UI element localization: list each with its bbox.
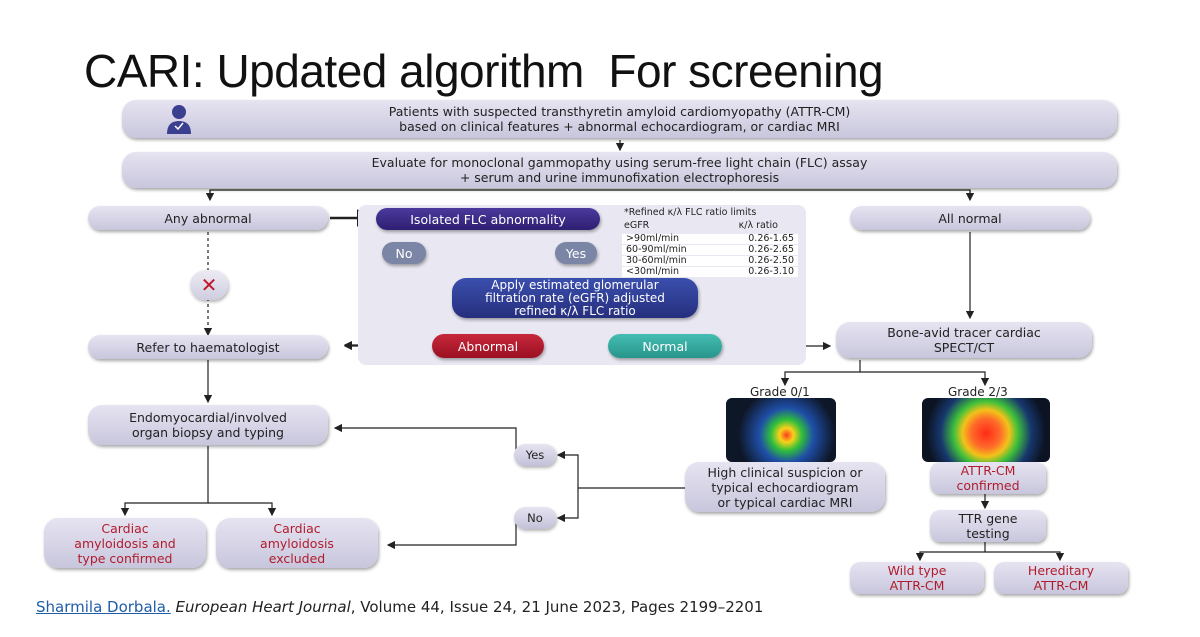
suspicion-line-1: High clinical suspicion or — [707, 464, 863, 480]
wild-line-1: Wild type — [887, 563, 947, 578]
egfr-line-3: refined κ/λ FLC ratio — [514, 303, 636, 318]
citation: Sharmila Dorbala. European Heart Journal… — [36, 598, 763, 616]
ratio-header: eGFR κ/λ ratio — [622, 218, 798, 233]
any-abnormal-box: Any abnormal — [88, 206, 328, 230]
ratio-col-egfr: eGFR — [624, 220, 650, 231]
ratio-value: 0.26-2.50 — [748, 255, 794, 266]
excluded-line-2: amyloidosis — [260, 535, 334, 551]
ratio-value: 0.26-1.65 — [748, 233, 794, 244]
isolated-flc-pill: Isolated FLC abnormality — [376, 208, 600, 230]
ratio-egfr: >90ml/min — [626, 233, 680, 244]
ratio-table: *Refined κ/λ FLC ratio limits eGFR κ/λ r… — [622, 207, 798, 278]
spect-image-grade-01 — [726, 398, 836, 462]
egfr-line-1: Apply estimated glomerular — [491, 277, 659, 292]
ratio-note: *Refined κ/λ FLC ratio limits — [624, 207, 757, 218]
citation-details: , Volume 44, Issue 24, 21 June 2023, Pag… — [350, 598, 764, 616]
attr-confirmed-line-1: ATTR-CM — [960, 463, 1016, 478]
bone-avid-box: Bone-avid tracer cardiac SPECT/CT — [836, 322, 1092, 358]
biopsy-box: Endomyocardial/involved organ biopsy and… — [88, 405, 328, 445]
evaluate-line-1: Evaluate for monoclonal gammopathy using… — [371, 155, 868, 170]
confirmed-line-3: type confirmed — [77, 550, 173, 566]
hereditary-line-1: Hereditary — [1027, 563, 1095, 578]
yes-small-pill: Yes — [514, 444, 556, 466]
clinical-suspicion-box: High clinical suspicion or typical echoc… — [685, 462, 885, 512]
amyloidosis-excluded-box: Cardiac amyloidosis excluded — [216, 518, 378, 568]
excluded-line-1: Cardiac — [273, 520, 321, 536]
ratio-egfr: 30-60ml/min — [626, 255, 687, 266]
ratio-row: 60-90ml/min 0.26-2.65 — [622, 245, 798, 255]
excluded-line-3: excluded — [268, 550, 326, 566]
grade-01-label: Grade 0/1 — [750, 385, 810, 399]
abnormal-pill: Abnormal — [432, 334, 544, 358]
evaluate-box: Evaluate for monoclonal gammopathy using… — [122, 152, 1117, 188]
wild-line-2: ATTR-CM — [889, 578, 945, 593]
ratio-egfr: <30ml/min — [626, 266, 680, 277]
ratio-col-ratio: κ/λ ratio — [738, 220, 778, 231]
patients-box: Patients with suspected transthyretin am… — [122, 100, 1117, 138]
patient-icon — [166, 104, 192, 134]
slide-title: CARI: Updated algorithm For screening — [84, 45, 884, 97]
ratio-egfr: 60-90ml/min — [626, 244, 687, 255]
normal-pill: Normal — [608, 334, 722, 358]
author-link[interactable]: Sharmila Dorbala. — [36, 598, 171, 616]
egfr-pill: Apply estimated glomerular filtration ra… — [452, 278, 698, 318]
attr-confirmed-box: ATTR-CM confirmed — [930, 462, 1046, 494]
suspicion-line-3: or typical cardiac MRI — [717, 494, 853, 510]
wild-type-box: Wild type ATTR-CM — [850, 562, 984, 594]
suspicion-line-2: typical echocardiogram — [711, 479, 859, 495]
amyloidosis-confirmed-box: Cardiac amyloidosis and type confirmed — [44, 518, 206, 568]
egfr-line-2: filtration rate (eGFR) adjusted — [485, 290, 665, 305]
biopsy-line-1: Endomyocardial/involved — [129, 410, 287, 425]
ratio-value: 0.26-3.10 — [748, 266, 794, 277]
bone-avid-line-2: SPECT/CT — [933, 340, 995, 355]
ttr-gene-line-1: TTR gene — [958, 511, 1018, 526]
no-small-pill: No — [514, 507, 556, 529]
patients-line-2: based on clinical features + abnormal ec… — [399, 119, 840, 134]
journal-name: European Heart Journal — [175, 598, 351, 616]
refer-haematologist-box: Refer to haematologist — [88, 335, 328, 359]
evaluate-line-2: + serum and urine immunofixation electro… — [459, 170, 780, 185]
attr-confirmed-line-2: confirmed — [956, 478, 1020, 493]
yes-pill: Yes — [555, 242, 597, 264]
ratio-row: <30ml/min 0.26-3.10 — [622, 267, 798, 277]
confirmed-line-1: Cardiac — [101, 520, 149, 536]
spect-image-grade-23 — [922, 398, 1050, 462]
ratio-row: >90ml/min 0.26-1.65 — [622, 234, 798, 244]
confirmed-line-2: amyloidosis and — [74, 535, 176, 551]
grade-23-label: Grade 2/3 — [948, 385, 1008, 399]
biopsy-line-2: organ biopsy and typing — [132, 425, 284, 440]
exclude-x-icon: ✕ — [190, 270, 228, 300]
ratio-value: 0.26-2.65 — [748, 244, 794, 255]
hereditary-line-2: ATTR-CM — [1033, 578, 1089, 593]
bone-avid-line-1: Bone-avid tracer cardiac — [887, 325, 1041, 340]
all-normal-box: All normal — [850, 206, 1090, 230]
ttr-gene-box: TTR gene testing — [930, 510, 1046, 542]
patients-line-1: Patients with suspected transthyretin am… — [388, 104, 851, 119]
ratio-row: 30-60ml/min 0.26-2.50 — [622, 256, 798, 266]
ttr-gene-line-2: testing — [966, 526, 1010, 541]
no-pill: No — [382, 242, 426, 264]
hereditary-box: Hereditary ATTR-CM — [994, 562, 1128, 594]
